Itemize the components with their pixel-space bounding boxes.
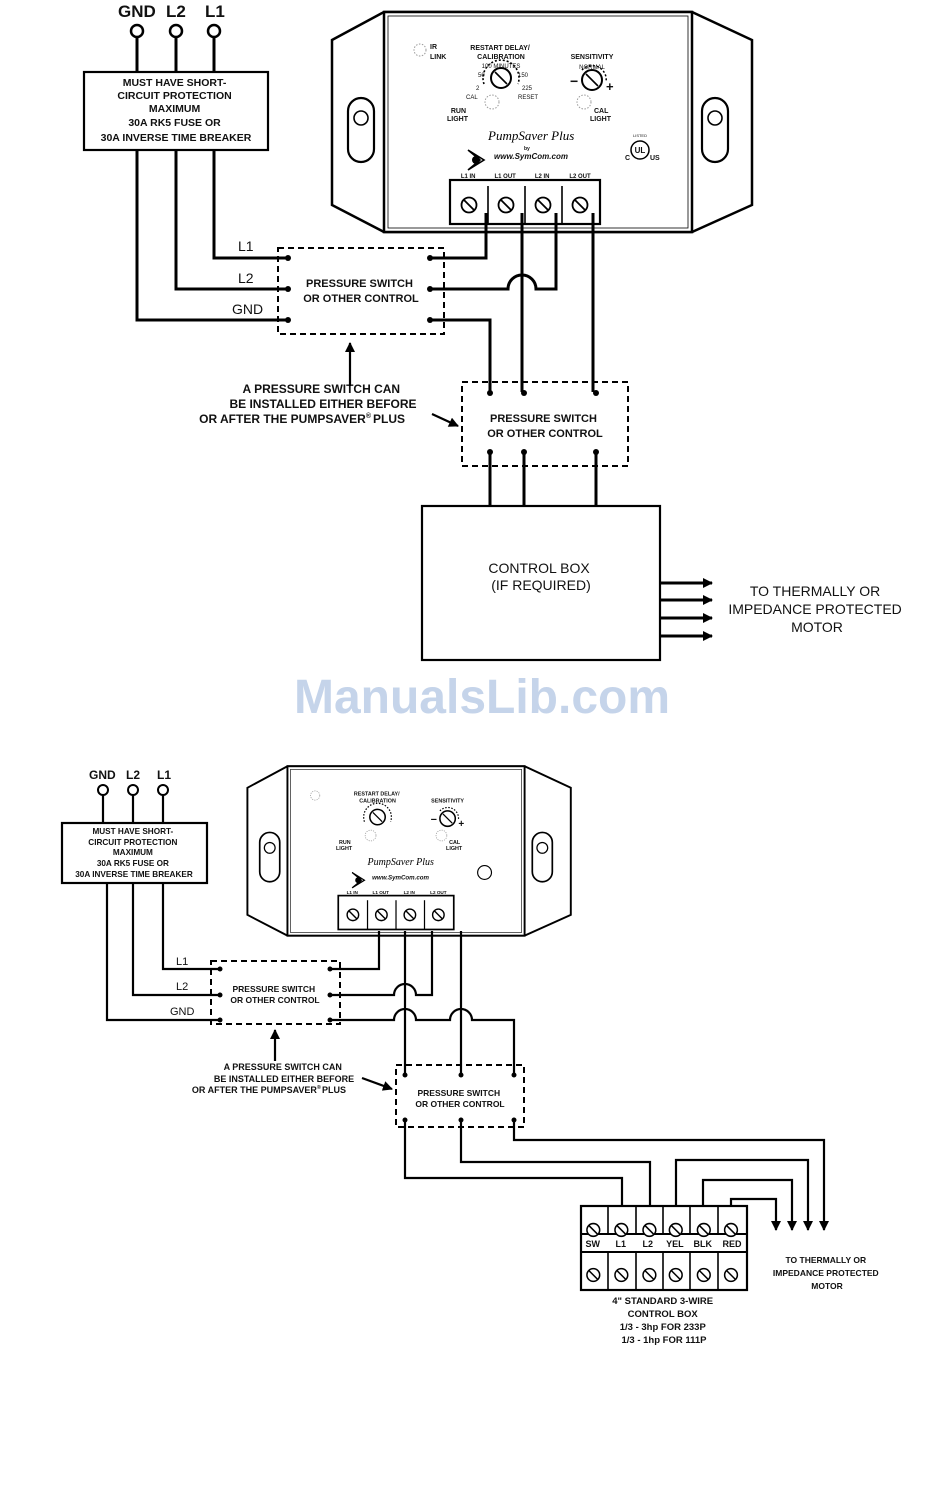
- wire-gnd-label: GND: [232, 301, 263, 317]
- term-blk: BLK: [693, 1239, 712, 1249]
- supply-l1-label: L1: [205, 2, 225, 21]
- supply-terminals: GND L2 L1: [118, 2, 225, 72]
- minutes-label: 100 MINUTES: [482, 64, 521, 70]
- l1-terminal: [206, 23, 222, 39]
- terminal-labels-2: L1 IN L1 OUT L2 IN L2 OUT: [347, 890, 447, 895]
- control-box: [420, 504, 662, 662]
- motor-arrows: [660, 578, 713, 641]
- dial-2: 2: [476, 86, 480, 92]
- wire-l2-label: L2: [238, 270, 254, 286]
- upper-switch-label: PRESSURE SWITCH OR OTHER CONTROL: [303, 278, 419, 305]
- dial-150: 150: [518, 73, 529, 79]
- motor-label-2: TO THERMALLY OR IMPEDANCE PROTECTED MOTO…: [773, 1255, 881, 1291]
- term-l2: L2: [642, 1239, 653, 1249]
- lower-switch-label-2: PRESSURE SWITCH OR OTHER CONTROL: [415, 1088, 504, 1109]
- run-light-label: RUN LIGHT: [447, 108, 469, 123]
- note-text-2-last: OR AFTER THE PUMPSAVER®PLUS: [192, 1084, 346, 1095]
- minus-sign-2: −: [431, 814, 437, 826]
- supply-gnd-label: GND: [118, 2, 156, 21]
- control-box-caption: 4" STANDARD 3-WIRE CONTROL BOX 1/3 - 3hp…: [612, 1296, 716, 1346]
- motor-label: TO THERMALLY OR IMPEDANCE PROTECTED MOTO…: [728, 583, 905, 635]
- terminal-labels: L1 IN L1 OUT L2 IN L2 OUT: [461, 174, 591, 180]
- run-light-label-2: RUN LIGHT: [336, 840, 353, 852]
- control-box-label: CONTROL BOX (IF REQUIRED): [488, 560, 593, 593]
- dial-reset: RESET: [518, 95, 538, 101]
- upper-switch-label-2: PRESSURE SWITCH OR OTHER CONTROL: [230, 984, 319, 1005]
- ul-mark: UL: [635, 146, 646, 155]
- us-mark: US: [650, 155, 660, 162]
- website-label: www.SymCom.com: [494, 152, 568, 161]
- cal-light-label: CAL LIGHT: [590, 108, 612, 123]
- listed-label: LISTED: [633, 133, 647, 138]
- diagram-2: GND L2 L1 MUST HAVE SHORT- CIRCUIT PROTE…: [60, 766, 881, 1346]
- protection-box-2: [60, 821, 209, 885]
- brand-name: PumpSaver Plus: [487, 128, 574, 143]
- note-text: A PRESSURE SWITCH CAN BE INSTALLED EITHE…: [229, 382, 416, 411]
- lower-switch-label: PRESSURE SWITCH OR OTHER CONTROL: [487, 413, 603, 440]
- upper-pressure-switch-2: [210, 960, 341, 1025]
- note-text-last: OR AFTER THE PUMPSAVER®PLUS: [199, 412, 405, 426]
- supply2-gnd-label: GND: [89, 768, 116, 782]
- protection-box: [82, 70, 270, 152]
- protection-text-2: MUST HAVE SHORT- CIRCUIT PROTECTION MAXI…: [75, 827, 193, 879]
- cal-light-label-2: CAL LIGHT: [446, 840, 463, 852]
- protection-text: MUST HAVE SHORT- CIRCUIT PROTECTION MAXI…: [101, 77, 252, 144]
- normal-label: NORMAL: [579, 65, 605, 71]
- supply2-l1-label: L1: [157, 768, 171, 782]
- plus-sign-2: +: [458, 819, 464, 830]
- watermark: ManualsLib.com: [294, 671, 670, 724]
- l22-terminal: [127, 784, 139, 796]
- minus-sign: −: [570, 73, 578, 89]
- wire2-gnd-label: GND: [170, 1006, 195, 1018]
- dial-225: 225: [522, 86, 533, 92]
- plus-sign: +: [606, 79, 614, 94]
- term-yel: YEL: [666, 1239, 684, 1249]
- l12-terminal: [157, 784, 169, 796]
- svg-text:SW L1 L2: SW L1 L2 YEL BLK RED: [585, 1239, 742, 1249]
- terminal-block: SW L1 L2 YEL BLK RED: [579, 1204, 749, 1292]
- l2-terminal: [168, 23, 184, 39]
- dial-cal: CAL: [466, 95, 478, 101]
- sensitivity-label: SENSITIVITY: [571, 54, 614, 61]
- diagram-1: GND L2 L1 MUST HAVE SHORT- CIRCUIT PROTE…: [82, 2, 905, 662]
- wire-l1-label: L1: [238, 238, 254, 254]
- upper-pressure-switch: [277, 247, 445, 335]
- gnd2-terminal: [97, 784, 109, 796]
- ir-link-label: IR LINK: [430, 44, 446, 61]
- c-mark: C: [625, 155, 630, 162]
- pumpsaver-device: IR LINK RESTART DELAY/ CALIBRATION 100 M…: [332, 12, 752, 232]
- pumpsaver-device-2: RESTART DELAY/ CALIBRATION SENSITIVITY −…: [247, 766, 570, 935]
- by-label: by: [524, 146, 530, 152]
- note-text-2: A PRESSURE SWITCH CAN BE INSTALLED EITHE…: [214, 1062, 354, 1084]
- restart-delay-label-2: RESTART DELAY/ CALIBRATION: [354, 792, 401, 805]
- term-l1: L1: [615, 1239, 626, 1249]
- supply2-l2-label: L2: [126, 768, 140, 782]
- dial-50: 50: [478, 73, 485, 79]
- sensitivity-label-2: SENSITIVITY: [431, 798, 464, 804]
- gnd-terminal: [129, 23, 145, 39]
- wire2-l1-label: L1: [176, 956, 188, 968]
- brand-name-2: PumpSaver Plus: [367, 857, 434, 868]
- supply-l2-label: L2: [166, 2, 186, 21]
- website-label-2: www.SymCom.com: [372, 874, 429, 881]
- term-red: RED: [722, 1239, 742, 1249]
- lower-pressure-switch: [461, 381, 629, 467]
- restart-delay-label: RESTART DELAY/ CALIBRATION: [470, 45, 531, 61]
- term-sw: SW: [585, 1239, 600, 1249]
- wire2-l2-label: L2: [176, 981, 188, 993]
